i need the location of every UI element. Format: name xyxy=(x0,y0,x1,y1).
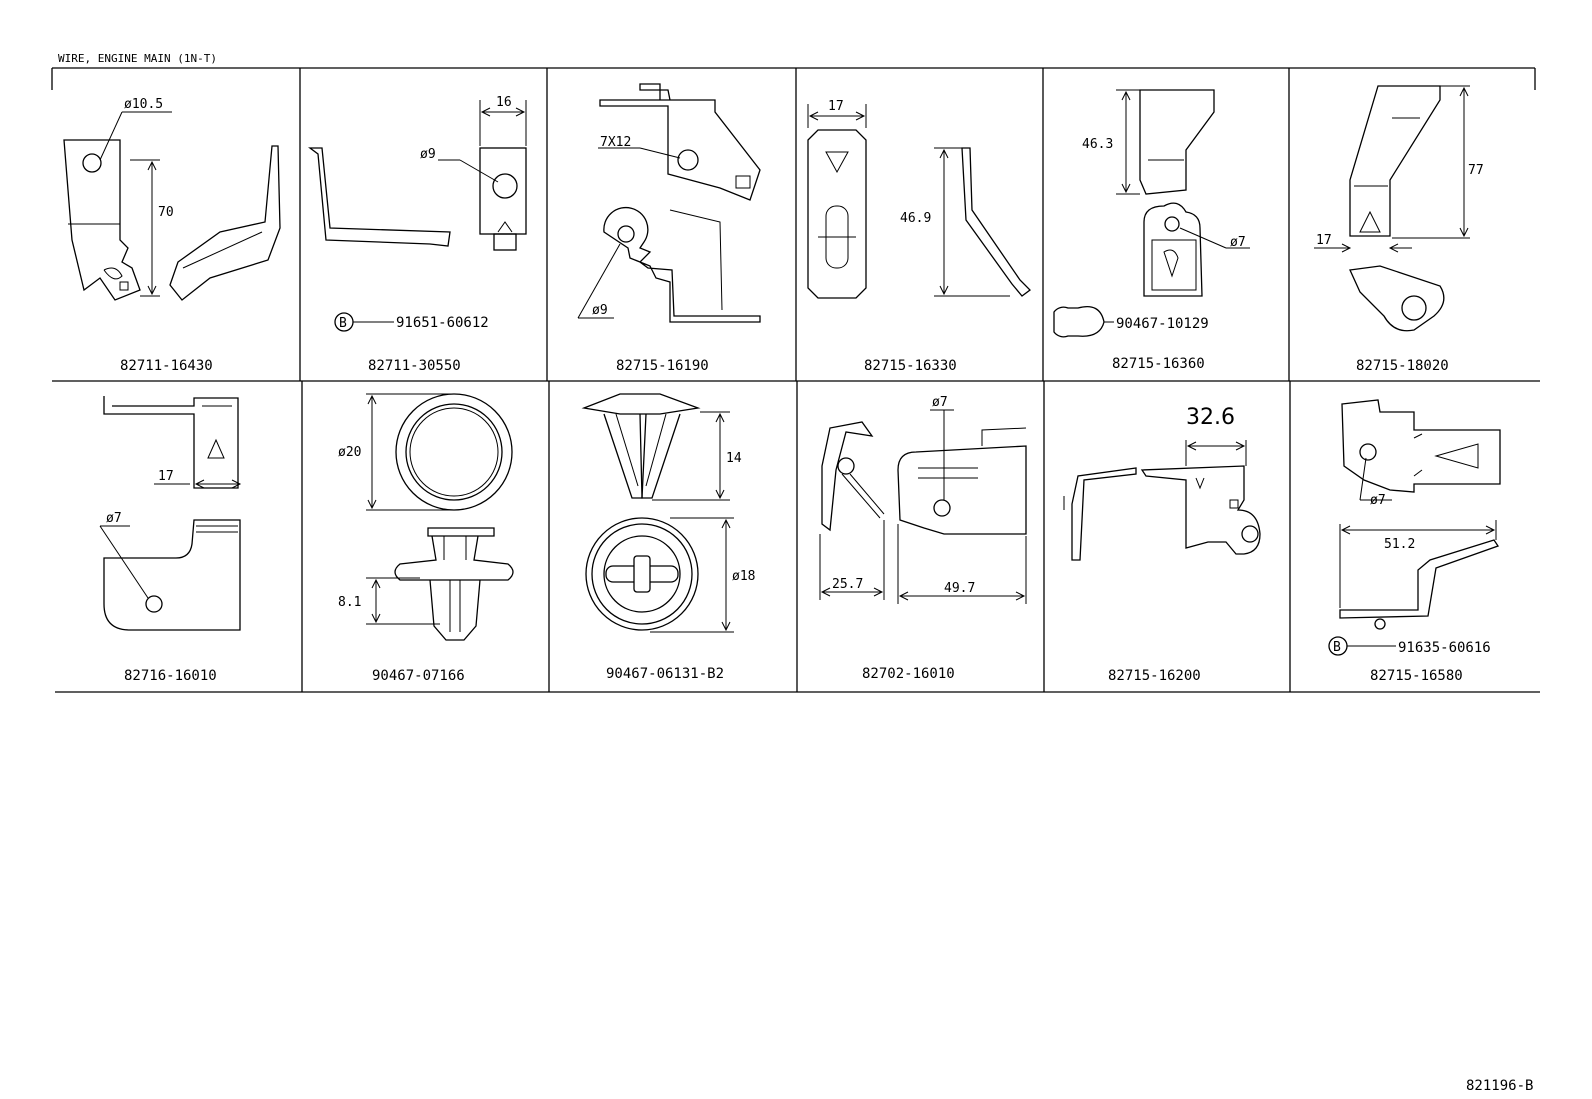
part-cell-82711-30550: 16 ø9 B 91651-60612 82711-30550 xyxy=(308,95,527,374)
part-number: 82715-16330 xyxy=(864,358,957,374)
dim-label: 8.1 xyxy=(338,595,361,610)
bracket-drawing xyxy=(63,139,281,301)
dim-label: 17 xyxy=(158,469,174,484)
dimension-lines xyxy=(438,100,527,183)
part-cell-82715-18020: 77 17 82715-18020 xyxy=(1314,85,1484,374)
dim-label: 49.7 xyxy=(944,581,975,596)
part-cell-82715-16200: 32.6 82715-16200 xyxy=(1063,405,1261,684)
bracket-drawing xyxy=(821,421,1027,535)
dim-label: ø18 xyxy=(732,569,755,584)
dimension-lines xyxy=(366,393,452,625)
dim-label: ø20 xyxy=(338,445,361,460)
part-cell-82715-16360: 46.3 ø7 90467-10129 82715-16360 xyxy=(1053,89,1250,372)
part-number: 90467-07166 xyxy=(372,668,465,684)
part-number: 82715-18020 xyxy=(1356,358,1449,374)
callout-marker: B xyxy=(339,316,347,331)
callout-part-number: 91651-60612 xyxy=(396,315,489,331)
part-cell-82716-16010: 17 ø7 82716-16010 xyxy=(99,396,242,684)
dim-label: ø9 xyxy=(592,303,608,318)
bracket-drawing xyxy=(308,147,527,251)
dimension-lines xyxy=(99,111,172,297)
dim-label: 70 xyxy=(158,205,174,220)
dimension-lines xyxy=(650,411,734,633)
part-cell-90467-06131-B2: 14 ø18 90467-06131-B2 xyxy=(581,393,755,682)
part-number: 82715-16190 xyxy=(616,358,709,374)
dimension-lines xyxy=(1339,457,1497,608)
part-cell-90467-07166: ø20 8.1 90467-07166 xyxy=(338,393,514,684)
callout-b: B 91651-60612 xyxy=(334,312,489,332)
clip-drawing xyxy=(581,393,701,631)
part-cell-82702-16010: ø7 25.7 49.7 82702-16010 xyxy=(819,395,1027,682)
dim-label: 46.9 xyxy=(900,211,931,226)
dimension-lines xyxy=(577,147,681,319)
dim-label: 7X12 xyxy=(600,135,631,150)
diagram-title: WIRE, ENGINE MAIN (1N-T) xyxy=(58,52,217,65)
dim-label: ø7 xyxy=(1370,493,1386,508)
dim-label: ø9 xyxy=(420,147,436,162)
figure-code: 821196-B xyxy=(1466,1078,1533,1094)
dim-label: 25.7 xyxy=(832,577,863,592)
dim-label: ø10.5 xyxy=(124,97,163,112)
part-number: 82711-30550 xyxy=(368,358,461,374)
bracket-drawing xyxy=(807,129,1031,299)
dim-label: ø7 xyxy=(932,395,948,410)
part-number: 82711-16430 xyxy=(120,358,213,374)
dim-label: ø7 xyxy=(106,511,122,526)
part-number: 82715-16200 xyxy=(1108,668,1201,684)
dimension-lines xyxy=(1314,85,1470,253)
part-cell-82711-16430: ø10.5 70 82711-16430 xyxy=(63,97,281,374)
part-cell-82715-16190: 7X12 ø9 82715-16190 xyxy=(577,83,761,374)
dimension-lines xyxy=(1116,89,1250,249)
dim-label: 51.2 xyxy=(1384,537,1415,552)
dimension-lines xyxy=(1185,440,1247,466)
bracket-drawing xyxy=(1139,89,1215,297)
bracket-drawing xyxy=(103,396,241,631)
dim-label: 77 xyxy=(1468,163,1484,178)
dim-label: 14 xyxy=(726,451,742,466)
part-cell-82715-16330: 17 46.9 82715-16330 xyxy=(807,99,1031,374)
dim-label: 17 xyxy=(1316,233,1332,248)
grid-frame xyxy=(51,67,1540,693)
part-number: 82716-16010 xyxy=(124,668,217,684)
dim-label: ø7 xyxy=(1230,235,1246,250)
part-number: 82715-16580 xyxy=(1370,668,1463,684)
bracket-drawing xyxy=(1063,465,1261,561)
part-number: 82715-16360 xyxy=(1112,356,1205,372)
part-number: 90467-06131-B2 xyxy=(606,666,724,682)
callout-part-number: 91635-60616 xyxy=(1398,640,1491,656)
dim-label: 32.6 xyxy=(1186,405,1235,430)
dimension-lines xyxy=(99,479,242,599)
callout-marker: B xyxy=(1333,640,1341,655)
bracket-drawing xyxy=(1349,85,1445,332)
grommet-drawing xyxy=(395,393,513,511)
dim-label: 17 xyxy=(828,99,844,114)
part-number: 82702-16010 xyxy=(862,666,955,682)
callout-part-number: 90467-10129 xyxy=(1116,316,1209,332)
callout-b: B 91635-60616 xyxy=(1328,636,1491,656)
dimension-lines xyxy=(819,409,1027,604)
bracket-drawing xyxy=(1339,399,1501,630)
clip-drawing xyxy=(394,527,514,641)
dim-label: 46.3 xyxy=(1082,137,1113,152)
dimension-lines xyxy=(807,104,1010,297)
part-cell-82715-16580: ø7 51.2 B 91635-60616 82715-16580 xyxy=(1328,399,1501,684)
clip-drawing xyxy=(1053,305,1114,338)
bracket-drawing xyxy=(599,83,761,323)
dim-label: 16 xyxy=(496,95,512,110)
